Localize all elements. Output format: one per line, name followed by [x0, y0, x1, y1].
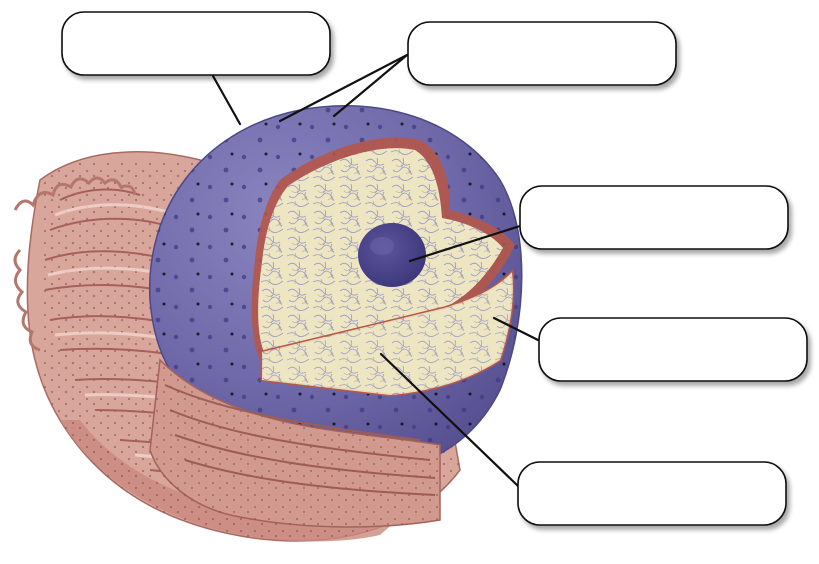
nucleolus	[358, 223, 426, 287]
label-box-5[interactable]	[518, 462, 786, 525]
leader-line-1	[213, 76, 240, 124]
label-box-2[interactable]	[408, 22, 676, 85]
label-box-1[interactable]	[62, 12, 330, 75]
label-box-4[interactable]	[539, 318, 807, 381]
label-box-3[interactable]	[520, 186, 788, 249]
